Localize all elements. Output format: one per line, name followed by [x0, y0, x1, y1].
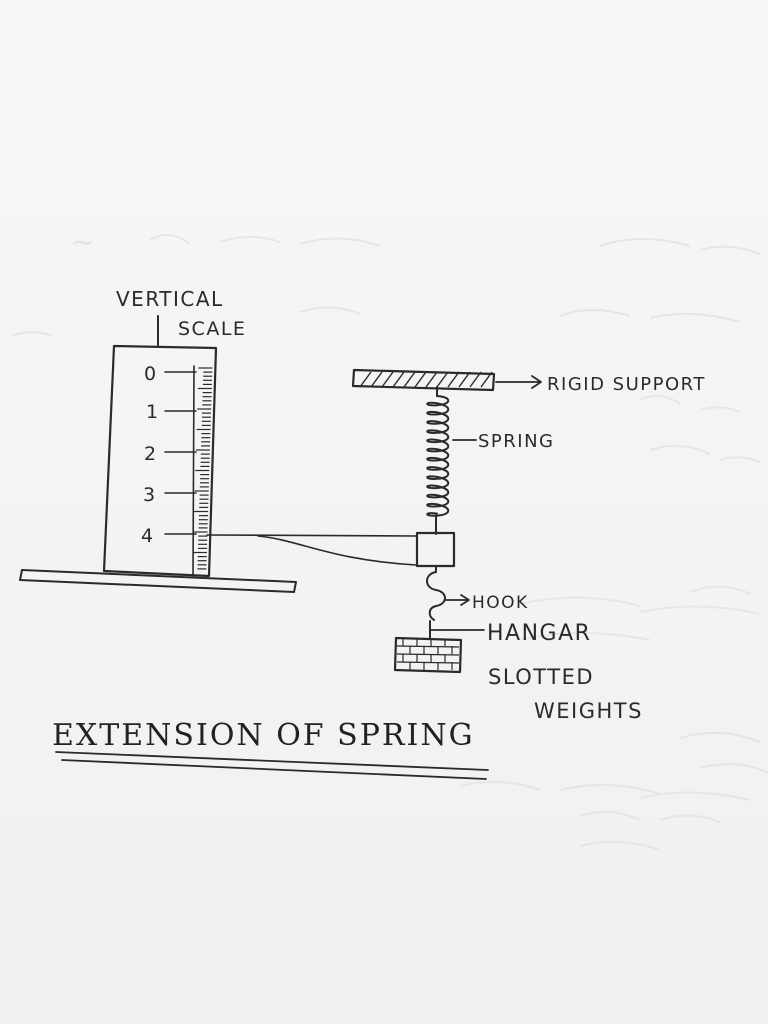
pointer-thread-upper [206, 534, 417, 537]
scale-number-0: 0 [144, 363, 156, 385]
hook-arrow [445, 594, 470, 606]
spring [426, 386, 477, 535]
brick-row-line [396, 661, 460, 664]
scale-body [102, 344, 218, 578]
support-bar [351, 368, 496, 392]
label-hangar: HANGAR [487, 621, 591, 646]
scale-number-3: 3 [143, 484, 155, 506]
hatch-line [425, 371, 438, 388]
hatch-line [403, 371, 416, 388]
ghost-text: ~ [70, 225, 95, 260]
diagram-title: EXTENSION OF SPRING [52, 718, 475, 753]
vertical-scale: 0 1 2 3 4 [19, 315, 297, 593]
label-hook: HOOK [472, 593, 529, 613]
ghost-stroke [11, 306, 741, 337]
ghost-stroke [639, 394, 761, 463]
scale-ticks [192, 367, 213, 570]
hatch-line [359, 371, 372, 388]
ghost-stroke [519, 585, 761, 641]
rigid-support-arrow [495, 375, 542, 389]
label-scale: SCALE [178, 318, 246, 340]
label-rigid-support: RIGID SUPPORT [547, 374, 706, 395]
brick-row-line [396, 653, 460, 656]
title-underline-1 [55, 751, 489, 771]
label-weights: WEIGHTS [534, 699, 643, 723]
pointer-block [415, 531, 456, 568]
brick-row-line [396, 645, 460, 648]
ruler-strip-edge [192, 365, 195, 576]
label-slotted: SLOTTED [488, 665, 594, 689]
support-hatching [359, 371, 493, 388]
label-spring: SPRING [478, 431, 555, 452]
hatch-line [447, 371, 460, 388]
hatch-line [458, 371, 471, 388]
label-vertical: VERTICAL [116, 287, 224, 311]
hatch-line [469, 371, 482, 388]
spring-coils [426, 395, 450, 517]
hatch-line [392, 371, 405, 388]
hatch-line [436, 371, 449, 388]
pointer-thread-lower [257, 535, 417, 566]
hook-curl [426, 571, 446, 621]
weights-block [393, 636, 463, 674]
hatch-line [381, 371, 394, 388]
rigid-support [351, 368, 542, 392]
weights-brick-pattern [396, 639, 460, 670]
scale-number-2: 2 [144, 443, 156, 465]
title-underline-2 [61, 759, 487, 780]
scale-number-4: 4 [141, 525, 153, 547]
hatch-line [370, 371, 383, 388]
slotted-weights [393, 636, 463, 674]
ghost-stroke [459, 731, 768, 801]
hangar [429, 620, 485, 639]
hatch-line [414, 371, 427, 388]
hook [426, 565, 470, 621]
scale-number-1: 1 [146, 401, 158, 423]
bleed-through-writing: ~ [11, 225, 768, 851]
ghost-stroke [579, 810, 721, 851]
ghost-stroke [149, 233, 761, 255]
scale-base [19, 569, 297, 593]
hatch-line [480, 371, 493, 388]
pointer-assembly [206, 531, 456, 568]
